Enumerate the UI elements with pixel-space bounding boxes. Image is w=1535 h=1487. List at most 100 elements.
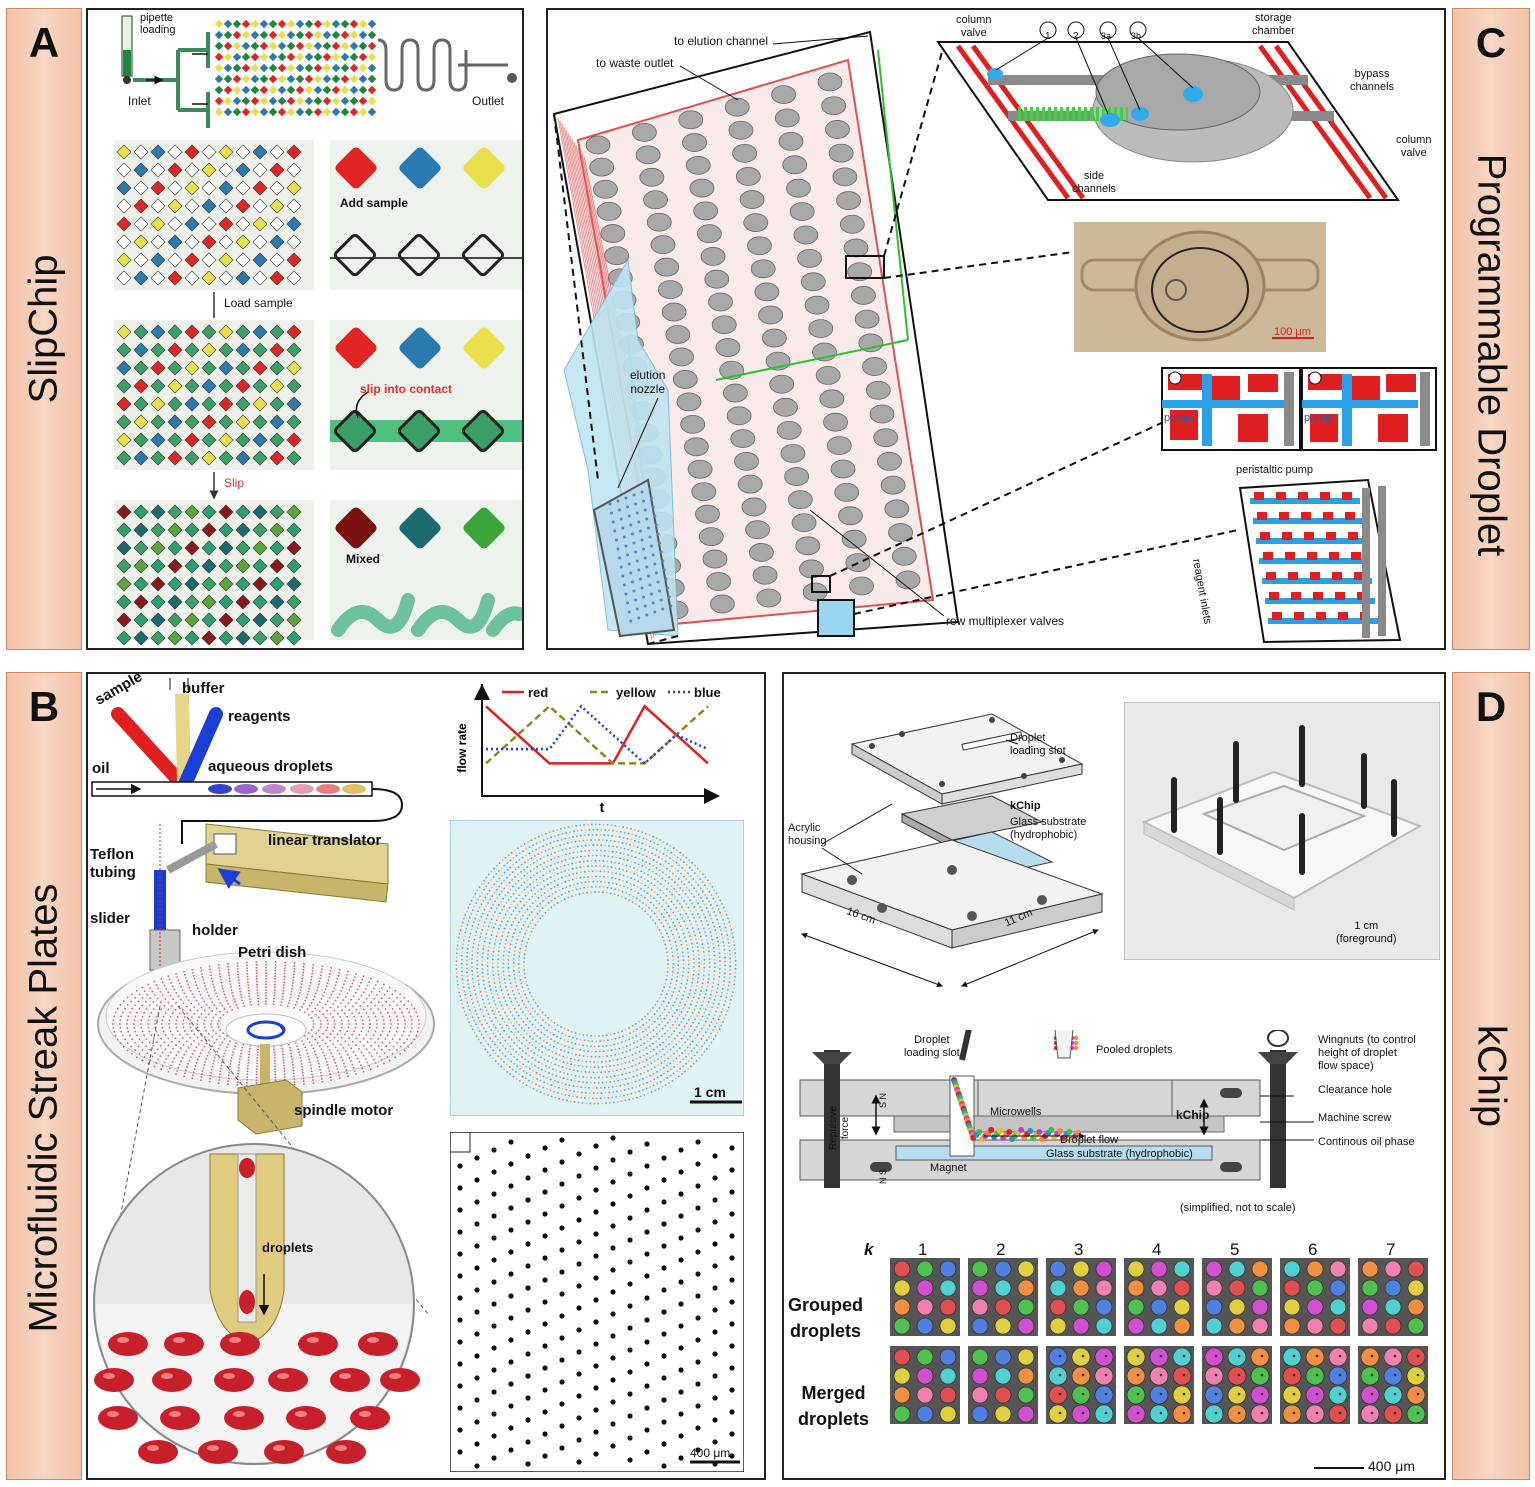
- oil-phase-label: Continous oil phase: [1318, 1136, 1415, 1148]
- sn-label: S N: [878, 1092, 888, 1108]
- repulsive-label: Repulsive force: [828, 1106, 851, 1150]
- column-valve2-label: column valve: [1396, 134, 1432, 159]
- glass-label: Glass substrate (hydrophobic): [1010, 816, 1087, 841]
- streak-setup: [91, 678, 435, 1465]
- tab-c-title: Programmable Droplet: [1469, 153, 1514, 556]
- tab-b-title: Microfluidic Streak Plates: [21, 883, 66, 1333]
- loading-slot-label: Droplet loading slot: [1010, 732, 1066, 757]
- clearance-label: Clearance hole: [1318, 1084, 1392, 1096]
- tab-d: D kChip: [1452, 672, 1530, 1480]
- circle-1: 1: [1045, 31, 1051, 42]
- k-header-7: 7: [1386, 1240, 1396, 1259]
- kchip-exploded-view: [800, 713, 1104, 988]
- wingnuts-label: Wingnuts (to control height of droplet f…: [1318, 1034, 1416, 1072]
- tab-a-letter: A: [28, 19, 60, 66]
- scale-1cm-label: 1 cm: [694, 1084, 726, 1100]
- glass2-label: Glass substrate (hydrophobic): [1046, 1148, 1193, 1160]
- to-elution-label: to elution channel: [674, 34, 769, 48]
- scale-400-label: 400 μm: [690, 1446, 731, 1460]
- panel-streak-plates: sample buffer reagents oil aqueous dropl…: [86, 668, 766, 1480]
- peristaltic-label: peristaltic pump: [1236, 464, 1314, 476]
- machine-screw-label: Machine screw: [1318, 1112, 1392, 1124]
- k-header-1: 1: [918, 1240, 928, 1259]
- chart-xlabel: t: [600, 799, 605, 815]
- circle-3b: 3b: [1131, 31, 1142, 41]
- tab-d-title: kChip: [1469, 1024, 1514, 1128]
- legend-label-blue: blue: [694, 685, 721, 700]
- k-label: k: [864, 1240, 874, 1259]
- chart-ylabel: flow rate: [455, 723, 469, 773]
- slider-label: slider: [90, 910, 131, 927]
- spiral-photo: [450, 820, 744, 1116]
- teflon-label: Teflon tubing: [90, 846, 136, 881]
- droplet-array-chip: [552, 21, 1437, 646]
- slipchip-grids: [114, 140, 522, 646]
- tab-b-letter: B: [28, 683, 60, 730]
- k-header-6: 6: [1308, 1240, 1318, 1259]
- aqueous-label: aqueous droplets: [208, 758, 334, 775]
- slip-contact-label: slip into contact: [360, 382, 453, 396]
- slip-label: Slip: [224, 476, 245, 490]
- kchip2-label: kChip: [1176, 1108, 1210, 1122]
- inlet-label: Inlet: [128, 94, 151, 108]
- tab-c-letter: C: [1475, 19, 1507, 66]
- flow-rate-chart: red yellow blue t flow rate: [455, 684, 721, 815]
- k-scale-bar: [1314, 1467, 1364, 1469]
- simplified-label: (simplified, not to scale): [1180, 1202, 1296, 1214]
- pooled-label: Pooled droplets: [1096, 1044, 1173, 1056]
- dot-array-photo: [450, 1132, 744, 1472]
- loading-slot2-label: Droplet loading slot: [904, 1034, 960, 1059]
- petri-label: Petri dish: [238, 944, 307, 961]
- spindle-label: spindle motor: [294, 1102, 394, 1119]
- tab-d-letter: D: [1475, 683, 1507, 730]
- kchip-label: kChip: [1010, 800, 1041, 812]
- k-header-3: 3: [1074, 1240, 1084, 1259]
- legend-label-yellow: yellow: [616, 685, 657, 700]
- tab-b: B Microfluidic Streak Plates: [6, 672, 82, 1480]
- circle-2: 2: [1073, 31, 1079, 42]
- panel-kchip: Droplet loading slot Acrylic housing kCh…: [782, 672, 1446, 1480]
- elution-nozzle-label: elution nozzle: [630, 368, 666, 396]
- k-grid: [890, 1258, 1428, 1424]
- acrylic-label: Acrylic housing: [788, 822, 827, 847]
- microwells-label: Microwells: [990, 1106, 1042, 1118]
- tab-a: A SlipChip: [6, 8, 82, 650]
- kchip-cross-section: [799, 1030, 1314, 1188]
- k-header-4: 4: [1152, 1240, 1162, 1259]
- buffer-label: buffer: [182, 680, 225, 697]
- side-channels-label: side channels: [1072, 170, 1117, 195]
- droplet-flow-label: Droplet flow: [1060, 1134, 1119, 1146]
- droplets-label: droplets: [262, 1240, 314, 1255]
- k-header-5: 5: [1230, 1240, 1240, 1259]
- holder-label: holder: [192, 922, 238, 939]
- column-valve-label: column valve: [956, 14, 992, 39]
- add-sample-label: Add sample: [340, 196, 409, 210]
- grouped-label: Grouped droplets: [788, 1295, 863, 1341]
- scale-100-label: 100 μm: [1274, 326, 1311, 338]
- panel-slipchip: pipette loading Inlet Outlet: [86, 8, 524, 650]
- mixed-label: Mixed: [346, 552, 381, 566]
- row-mux-label: row multiplexer valves: [946, 614, 1065, 628]
- legend-label-red: red: [528, 685, 548, 700]
- pump-label-1: pump: [1164, 412, 1192, 424]
- slipchip-channel-diagram: [121, 15, 517, 128]
- series-line-red: [485, 704, 709, 765]
- tab-a-title: SlipChip: [21, 254, 66, 404]
- pipette-label: pipette loading: [140, 12, 176, 36]
- bypass-label: bypass channels: [1350, 68, 1395, 93]
- kchip-photo: [1124, 702, 1440, 960]
- tab-c: C Programmable Droplet: [1452, 8, 1530, 650]
- linear-label: linear translator: [268, 832, 382, 849]
- pump-label-2: pump: [1304, 412, 1332, 424]
- load-sample-label: Load sample: [224, 296, 293, 310]
- oil-label: oil: [92, 760, 110, 777]
- reagents-label: reagents: [228, 708, 291, 725]
- magnet-label: Magnet: [930, 1162, 967, 1174]
- circle-3a: 3a: [1101, 31, 1112, 41]
- outlet-label: Outlet: [472, 94, 505, 108]
- photo-scale-label: 1 cm (foreground): [1336, 920, 1397, 945]
- storage-chamber-label: storage chamber: [1252, 12, 1295, 37]
- to-waste-label: to waste outlet: [596, 56, 674, 70]
- k-scale-label: 400 μm: [1368, 1458, 1415, 1474]
- panel-programmable-droplet: to elution channel to waste outlet eluti…: [546, 8, 1446, 650]
